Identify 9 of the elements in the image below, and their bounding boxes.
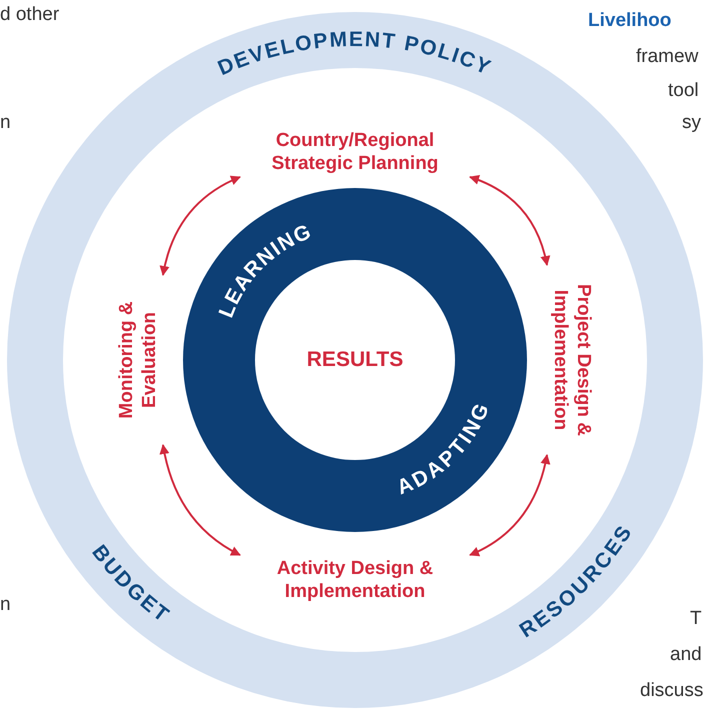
double-arrow: [160, 444, 241, 556]
stage-label: Country/Regional Strategic Planning: [270, 129, 440, 175]
double-arrow: [160, 176, 241, 276]
stage-label: Project Design & Implementation: [549, 282, 595, 438]
double-arrow: [469, 454, 550, 556]
stage-label: Monitoring & Evaluation: [115, 300, 161, 421]
center-label: RESULTS: [306, 348, 404, 372]
stage-label: Activity Design & Implementation: [276, 557, 434, 603]
double-arrow: [469, 175, 550, 266]
